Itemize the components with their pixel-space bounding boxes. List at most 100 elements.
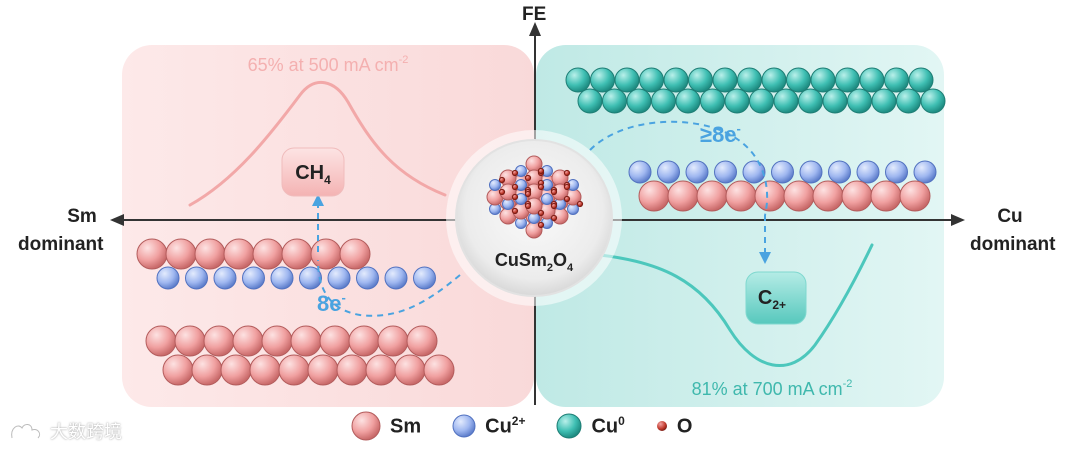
cu0-atom	[700, 88, 725, 114]
sm-atom	[145, 325, 177, 357]
cu0-atom	[565, 67, 591, 93]
legend: Sm Cu2+ Cu0 O	[350, 410, 722, 442]
catalyst-formula: CuSm2O4	[495, 250, 574, 274]
cu2-atom	[742, 160, 766, 184]
crystal-o-atom	[498, 188, 506, 196]
sm-atom	[841, 180, 873, 212]
catalyst-crystal-structure	[486, 155, 584, 239]
cu0-atom	[822, 88, 848, 114]
left-panel-background	[122, 45, 534, 407]
sm-atom	[365, 354, 397, 386]
crystal-o-atom	[537, 167, 545, 175]
cu0-atom	[602, 88, 627, 114]
left-axis-label-line1: Sm	[67, 206, 97, 227]
cu2-atom	[828, 160, 851, 184]
right-valley-label: 81% at 700 mA cm-2	[692, 378, 853, 399]
left-electron-count: 8e-	[317, 290, 346, 316]
left-fe-curve	[188, 80, 447, 207]
sm-atom	[232, 325, 264, 357]
ch4-product-label: CH4	[295, 162, 331, 187]
cu0-atom	[810, 67, 836, 93]
cu2-atom	[242, 266, 265, 290]
crystal-cu-atom	[541, 193, 553, 205]
sm-atom	[310, 238, 342, 270]
c2-product-label: C2+	[758, 287, 786, 312]
crystal-o-atom	[550, 202, 558, 210]
crystal-o-atom	[563, 169, 571, 177]
sm-atom	[899, 180, 931, 212]
right-axis-label-line1: Cu	[997, 206, 1023, 227]
cu2-atom	[913, 160, 937, 184]
crystal-o-atom	[498, 176, 506, 184]
right-axis-label-line2: dominant	[970, 234, 1056, 255]
right-sm-atom-row	[638, 180, 931, 212]
crystal-o-atom	[576, 200, 584, 208]
left-sm-top-atom-row	[136, 238, 371, 270]
sm-atom	[194, 238, 226, 270]
left-axis-label-line2: dominant	[18, 234, 104, 255]
sm-atom	[252, 238, 284, 270]
right-electron-count: ≥8e-	[700, 121, 741, 147]
cu0-atom-rows	[565, 67, 946, 114]
cu0-atom	[639, 67, 664, 93]
legend-sm-swatch	[351, 411, 381, 441]
cu2-atom	[384, 266, 408, 290]
sm-atom	[220, 354, 252, 386]
cu2-atom	[270, 266, 294, 290]
left-peak-label: 65% at 500 mA cm-2	[248, 54, 409, 75]
cu2-atom	[885, 160, 908, 184]
crystal-o-atom	[511, 207, 519, 215]
cu2-atom	[657, 160, 680, 184]
cu0-atom	[749, 88, 774, 114]
cu2-atom	[628, 160, 652, 184]
watermark-logo-icon	[10, 423, 41, 439]
sm-atom	[174, 325, 206, 357]
sm-atom	[136, 238, 168, 270]
cu0-atom	[688, 67, 713, 93]
cu0-atom	[786, 67, 811, 93]
sm-atom	[339, 238, 371, 270]
sm-atom	[307, 354, 339, 386]
left-sm-bottom-atom-rows	[145, 325, 455, 386]
sm-atom	[348, 325, 380, 357]
sm-atom	[696, 180, 728, 212]
cu2-atom	[413, 266, 436, 290]
legend-label-cu2: Cu2+	[485, 413, 526, 438]
right-fe-curve	[598, 243, 874, 368]
cu0-atom	[663, 67, 689, 93]
sm-atom	[278, 354, 310, 386]
c2-product-box	[745, 271, 807, 325]
cu2-atom	[185, 266, 208, 290]
cu0-atom	[651, 88, 676, 114]
cu0-atom	[626, 88, 652, 114]
sm-atom	[725, 180, 757, 212]
cu0-atom	[920, 88, 946, 114]
sm-atom	[394, 354, 426, 386]
crystal-o-atom	[550, 214, 558, 222]
y-axis-arrowhead	[529, 22, 541, 36]
right-cu2-atom-row	[628, 160, 937, 184]
cu0-atom	[847, 88, 872, 114]
crystal-o-atom	[563, 183, 571, 191]
cu0-atom	[761, 67, 787, 93]
cu0-atom	[712, 67, 738, 93]
cu0-atom	[871, 88, 897, 114]
cu0-atom	[773, 88, 799, 114]
sm-atom	[812, 180, 844, 212]
cu2-atom	[327, 266, 351, 290]
crystal-o-atom	[511, 169, 519, 177]
cu0-atom	[724, 88, 750, 114]
sm-atom	[406, 325, 438, 357]
sm-atom	[423, 354, 455, 386]
crystal-o-atom	[511, 183, 519, 191]
sm-atom	[377, 325, 409, 357]
cu2-atom	[213, 266, 237, 290]
sm-atom	[249, 354, 281, 386]
cu0-atom	[675, 88, 701, 114]
cu2-atom	[771, 160, 794, 184]
sm-atom	[203, 325, 235, 357]
sm-atom	[191, 354, 223, 386]
cu0-atom	[908, 67, 934, 93]
crystal-o-atom	[524, 174, 532, 182]
